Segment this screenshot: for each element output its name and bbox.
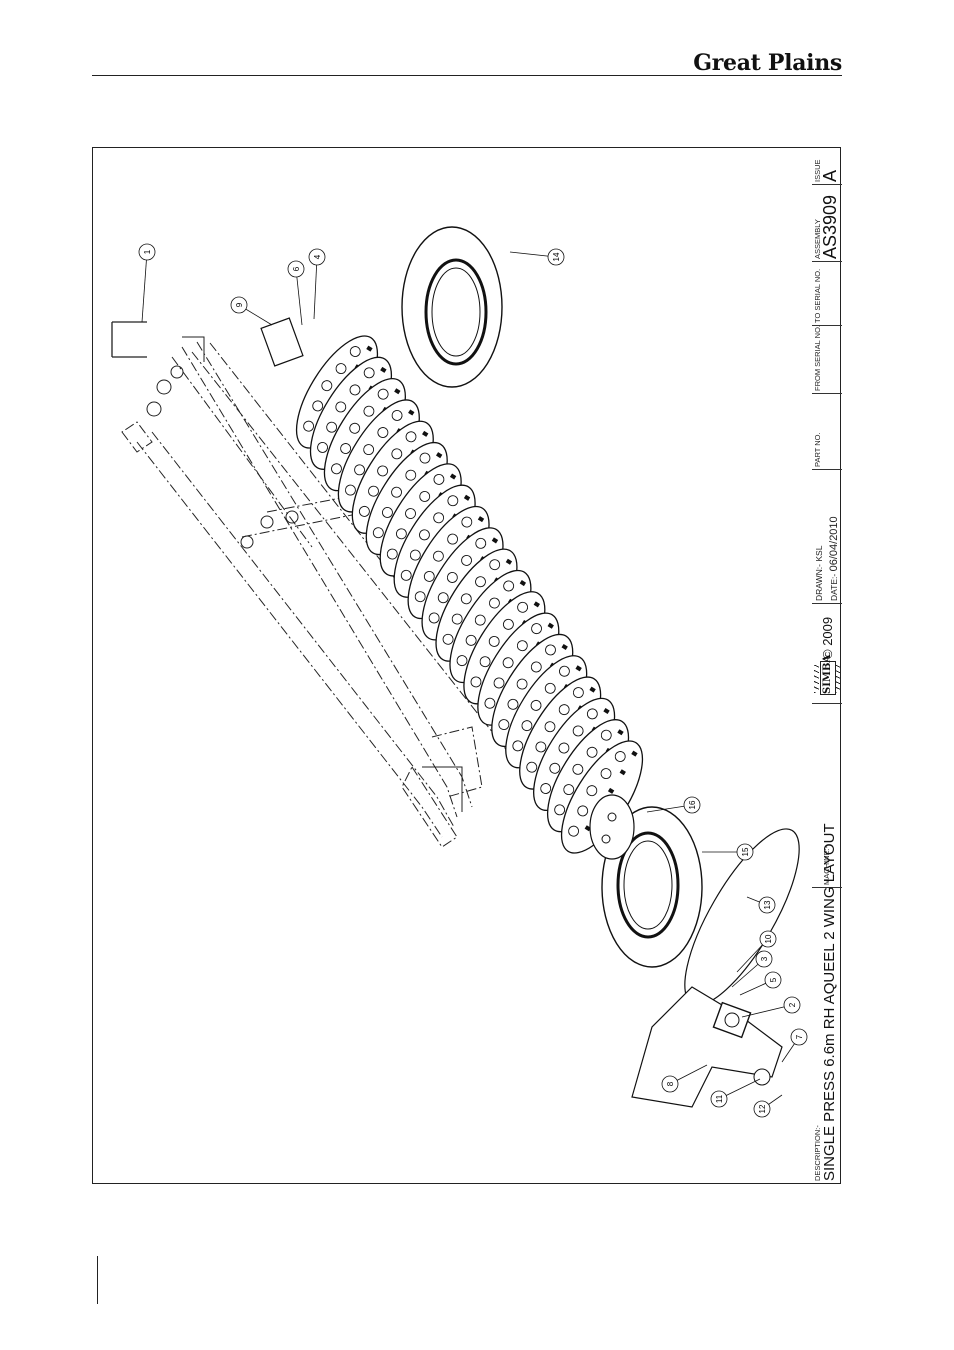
part-no-cell: PART NO. bbox=[812, 393, 842, 469]
svg-text:3: 3 bbox=[760, 956, 769, 961]
header-rule bbox=[92, 75, 842, 76]
svg-text:9: 9 bbox=[235, 302, 244, 307]
footer-rule bbox=[97, 1256, 98, 1304]
balloon-6: 6 bbox=[288, 261, 304, 325]
brand-logo: Great Plains bbox=[693, 50, 842, 76]
machine-cell: MACHINE:- bbox=[812, 703, 842, 887]
mounting-bracket bbox=[261, 318, 303, 366]
balloon-1: 1 bbox=[139, 244, 155, 322]
hub bbox=[590, 795, 634, 859]
svg-text:4: 4 bbox=[313, 254, 322, 259]
svg-text:1: 1 bbox=[143, 249, 152, 254]
issue-cell: ISSUE A bbox=[812, 148, 842, 184]
description-cell: DESCRIPTION:- SINGLE PRESS 6.6m RH AQUEE… bbox=[812, 887, 842, 1183]
svg-text:2: 2 bbox=[788, 1002, 797, 1007]
assembly-cell: ASSEMBLY AS3909 bbox=[812, 184, 842, 261]
issue-letter: A bbox=[820, 170, 841, 182]
balloon-15: 15 bbox=[702, 844, 753, 860]
end-disc-top bbox=[402, 227, 502, 387]
to-serial-cell: TO SERIAL NO. bbox=[812, 261, 842, 325]
logo-cell: SIMBA © 2009 bbox=[812, 603, 842, 703]
balloon-5: 5 bbox=[740, 972, 781, 995]
from-serial-cell: FROM SERIAL NO. bbox=[812, 325, 842, 393]
balloon-16: 16 bbox=[647, 797, 700, 813]
svg-text:5: 5 bbox=[769, 977, 778, 982]
svg-text:12: 12 bbox=[758, 1104, 767, 1113]
svg-text:6: 6 bbox=[292, 266, 301, 271]
assembly-number: AS3909 bbox=[820, 195, 841, 259]
svg-text:14: 14 bbox=[552, 252, 561, 261]
svg-text:16: 16 bbox=[688, 800, 697, 809]
bearing-bracket bbox=[632, 987, 782, 1107]
svg-text:15: 15 bbox=[741, 847, 750, 856]
drawn-date-cell: DRAWN:- KSL DATE:- 06/04/2010 bbox=[812, 469, 842, 603]
svg-text:10: 10 bbox=[764, 934, 773, 943]
balloon-11: 11 bbox=[711, 1079, 760, 1107]
copyright: © 2009 bbox=[820, 617, 835, 659]
svg-text:11: 11 bbox=[715, 1094, 724, 1103]
svg-text:7: 7 bbox=[795, 1034, 804, 1039]
svg-text:13: 13 bbox=[763, 900, 772, 909]
balloon-7: 7 bbox=[782, 1029, 807, 1062]
packer-roller bbox=[281, 324, 658, 865]
balloon-14: 14 bbox=[510, 249, 564, 265]
balloon-12: 12 bbox=[754, 1095, 782, 1117]
balloon-4: 4 bbox=[309, 249, 325, 319]
balloon-9: 9 bbox=[231, 297, 272, 325]
svg-text:8: 8 bbox=[666, 1081, 675, 1086]
simba-logo: SIMBA bbox=[820, 661, 836, 695]
